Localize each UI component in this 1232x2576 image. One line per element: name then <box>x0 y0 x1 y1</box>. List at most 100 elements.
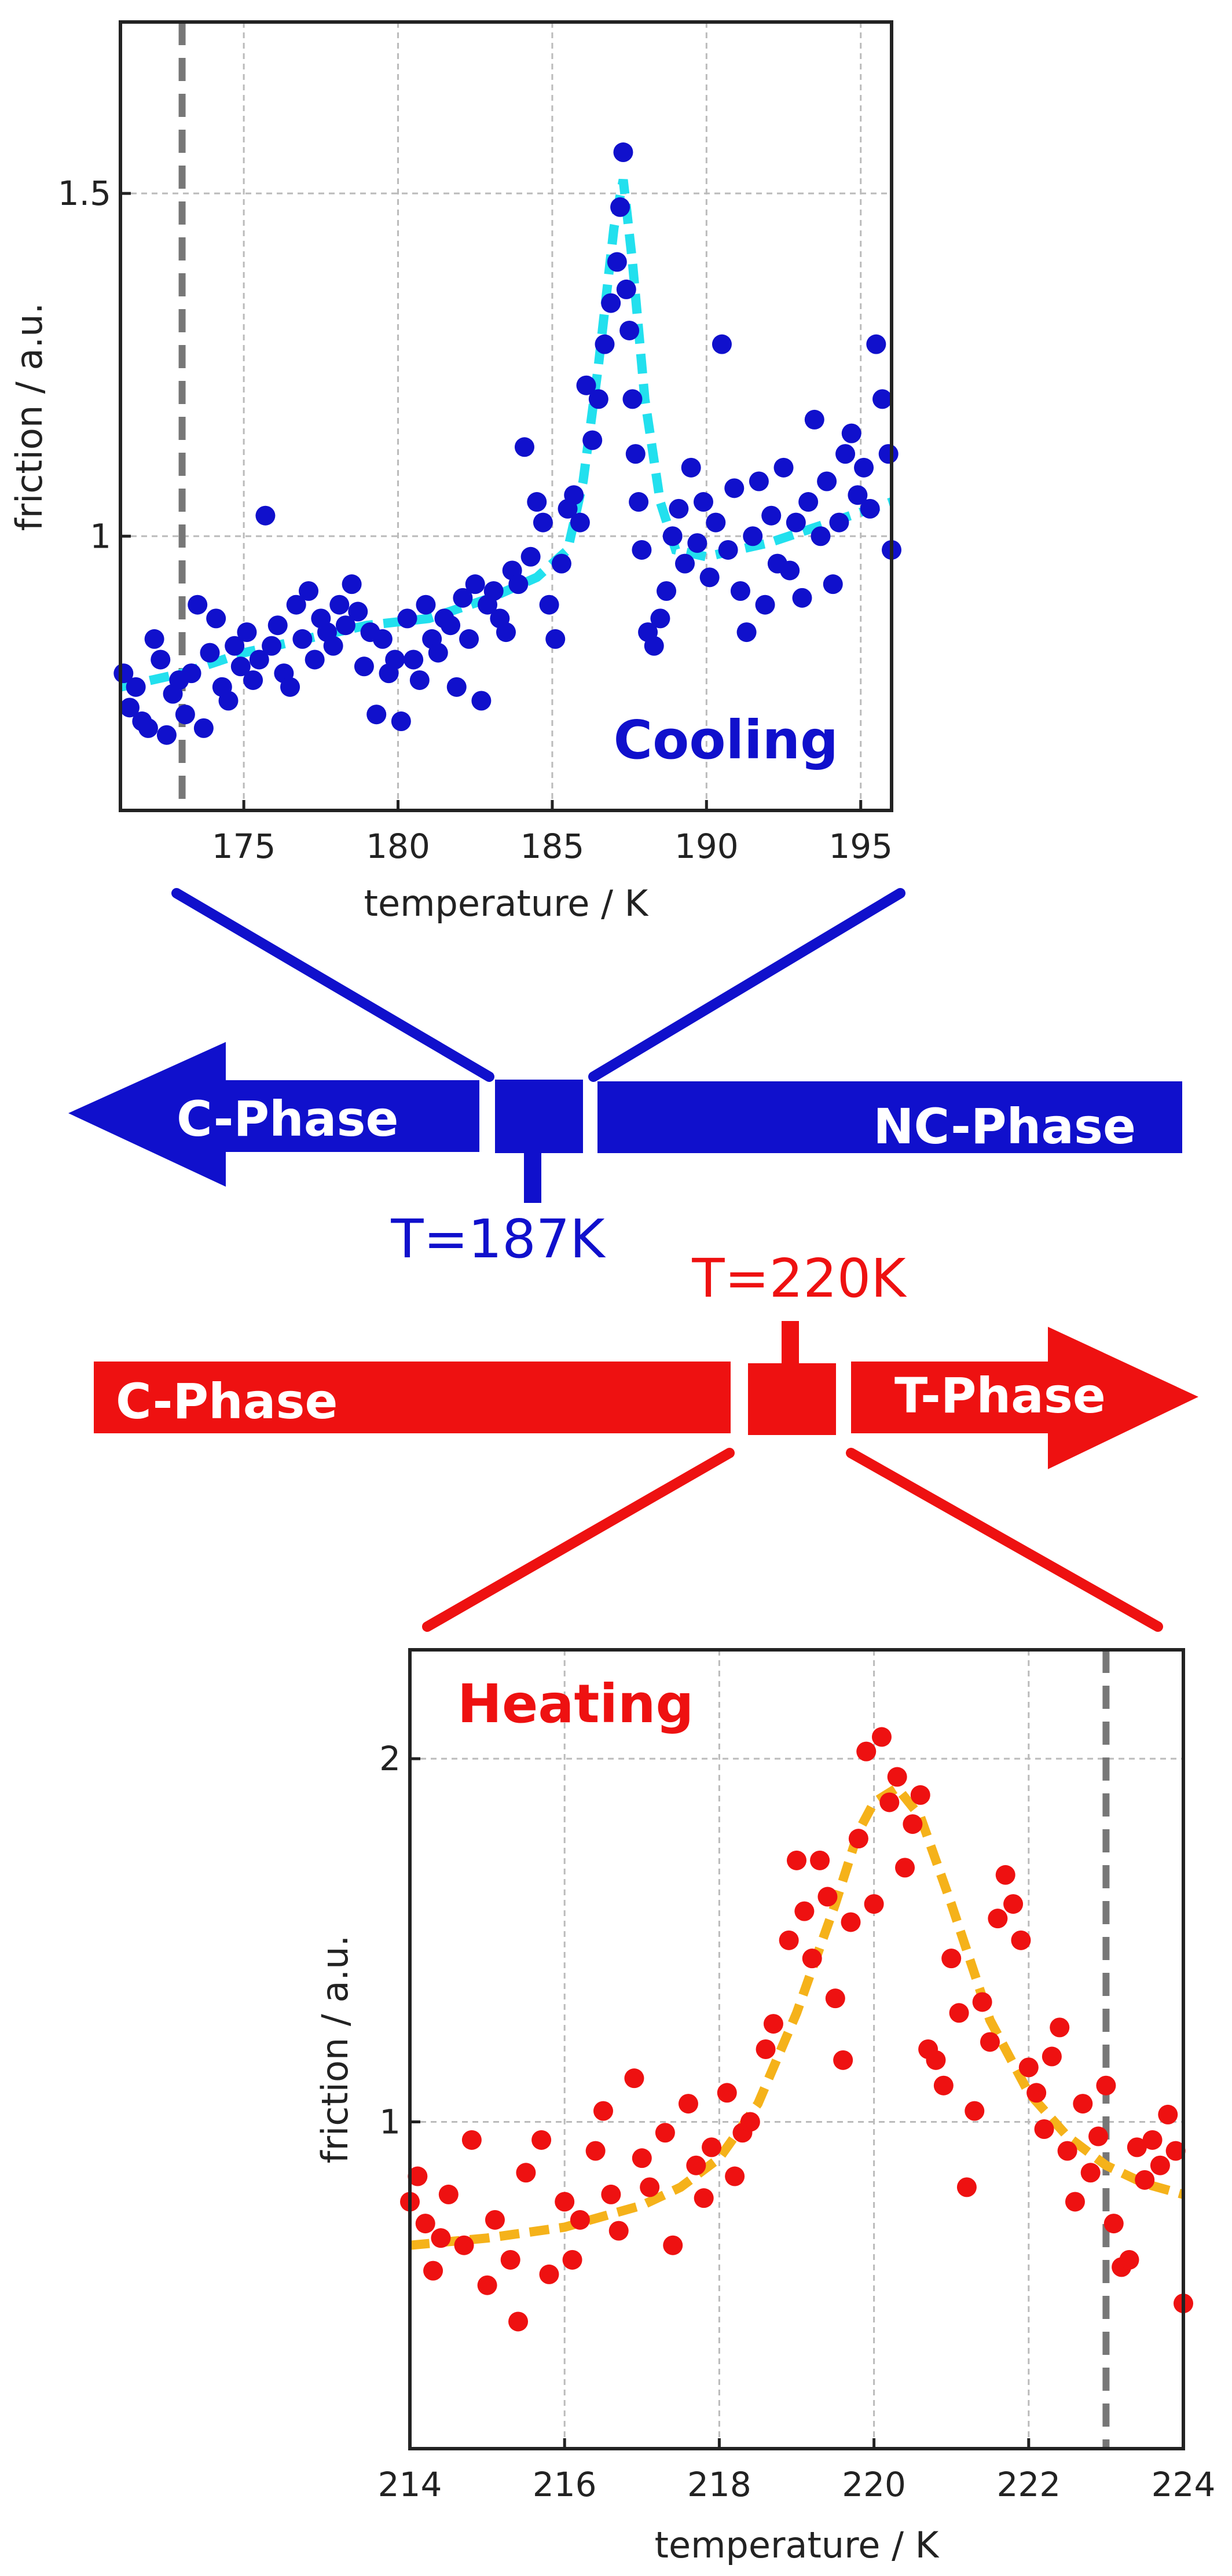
heating-data-point <box>1073 2094 1093 2114</box>
heating-data-point <box>1119 2250 1139 2270</box>
heating-c-phase-label: C-Phase <box>116 1373 338 1430</box>
heating-data-point <box>655 2123 675 2143</box>
cooling-data-point <box>404 649 424 670</box>
cooling-data-point <box>262 636 282 656</box>
heating-data-point <box>1050 2017 1070 2038</box>
heating-x-tick-label: 220 <box>842 2465 906 2504</box>
cooling-data-point <box>465 574 485 595</box>
cooling-c-phase-label: C-Phase <box>177 1091 398 1147</box>
heating-data-point <box>756 2039 776 2059</box>
cooling-data-point <box>243 670 263 690</box>
cooling-data-point <box>582 430 603 450</box>
cooling-data-point <box>669 498 689 519</box>
cooling-data-point <box>823 574 843 595</box>
heating-phase-bar: T=220K C-Phase T-Phase <box>94 1247 1198 1469</box>
heating-transition-label: T=220K <box>691 1247 907 1309</box>
cooling-transition-block <box>495 1080 583 1153</box>
cooling-data-point <box>496 622 516 643</box>
heating-data-point <box>903 1814 923 1834</box>
cooling-data-point <box>650 608 670 629</box>
cooling-y-axis-label: friction / a.u. <box>8 303 50 531</box>
cooling-data-point <box>527 492 547 512</box>
cooling-data-point <box>113 663 134 684</box>
heating-data-point <box>423 2261 443 2281</box>
cooling-data-point <box>453 588 473 608</box>
heating-data-point <box>663 2235 683 2255</box>
heating-data-point <box>763 2014 783 2034</box>
heating-annotation: Heating <box>457 1673 694 1735</box>
heating-data-point <box>1150 2155 1170 2175</box>
heating-data-point <box>686 2155 706 2175</box>
heating-data-point <box>585 2141 606 2161</box>
cooling-data-point <box>409 670 430 690</box>
cooling-data-point <box>780 560 800 581</box>
heating-data-point <box>601 2184 621 2204</box>
heating-data-point <box>1080 2163 1101 2183</box>
cooling-data-point <box>595 334 615 354</box>
heating-data-point <box>740 2112 760 2132</box>
cooling-data-point <box>385 649 405 670</box>
cooling-plot-frame <box>119 20 893 812</box>
cooling-gridlines <box>120 22 892 810</box>
cooling-data-point <box>610 197 630 217</box>
heating-data-point <box>779 1930 799 1950</box>
cooling-data-point <box>255 505 276 526</box>
cooling-data-point <box>817 471 837 491</box>
heating-zoom-line-right <box>846 1448 1163 1632</box>
cooling-transition-label: T=187K <box>390 1208 606 1270</box>
heating-x-axis-label: temperature / K <box>655 2524 940 2566</box>
cooling-data-point <box>576 375 596 395</box>
cooling-data-point <box>829 512 849 533</box>
cooling-data-point <box>483 581 504 601</box>
cooling-data-point <box>551 553 571 574</box>
heating-data-point <box>833 2050 853 2070</box>
heating-data-point <box>802 1948 822 1969</box>
cooling-data-point <box>372 629 393 649</box>
cooling-data-point <box>773 457 794 478</box>
heating-data-point <box>539 2264 559 2284</box>
cooling-c-phase-arrow <box>68 1042 479 1187</box>
cooling-data-point <box>761 505 782 526</box>
cooling-data-point <box>391 711 411 732</box>
cooling-data-point <box>218 691 239 711</box>
cooling-data-point <box>237 622 257 643</box>
heating-data-point <box>485 2210 505 2230</box>
heating-y-ticks: 12 <box>379 1739 420 2141</box>
heating-data-point <box>1026 2083 1047 2103</box>
heating-x-tick-label: 224 <box>1152 2465 1216 2504</box>
cooling-data-point <box>872 389 893 409</box>
cooling-data-point <box>446 677 467 697</box>
heating-data-point <box>871 1727 892 1747</box>
cooling-data-point <box>866 334 886 354</box>
heating-data-point <box>856 1741 877 1762</box>
cooling-data-point <box>616 279 636 299</box>
cooling-data-point <box>644 636 664 656</box>
heating-data-point <box>817 1887 838 1907</box>
heating-y-tick-label: 1 <box>379 2102 401 2141</box>
cooling-data-point <box>693 492 713 512</box>
cooling-data-point <box>712 334 732 354</box>
heating-transition-block <box>748 1363 836 1435</box>
heating-data-point <box>926 2050 946 2070</box>
heating-x-tick-label: 218 <box>687 2465 751 2504</box>
cooling-data-point <box>441 615 461 636</box>
cooling-data-point <box>743 526 763 546</box>
heating-transition-tick <box>782 1321 799 1366</box>
cooling-data-point <box>835 444 856 464</box>
cooling-y-ticks: 11.5 <box>58 174 131 556</box>
heating-data-point <box>988 1909 1008 1929</box>
cooling-data-point <box>305 649 325 670</box>
cooling-data-point <box>428 643 448 663</box>
heating-data-point <box>640 2177 660 2197</box>
cooling-data-point <box>119 698 140 718</box>
cooling-x-tick-label: 175 <box>212 827 276 866</box>
heating-data-point <box>941 1948 962 1969</box>
cooling-data-point <box>675 553 695 574</box>
cooling-data-point <box>687 533 707 553</box>
cooling-data-point <box>151 649 171 670</box>
cooling-data-point <box>730 581 750 601</box>
cooling-data-point <box>749 471 769 491</box>
heating-y-tick-label: 2 <box>379 1739 401 1778</box>
heating-data-point <box>431 2228 451 2248</box>
